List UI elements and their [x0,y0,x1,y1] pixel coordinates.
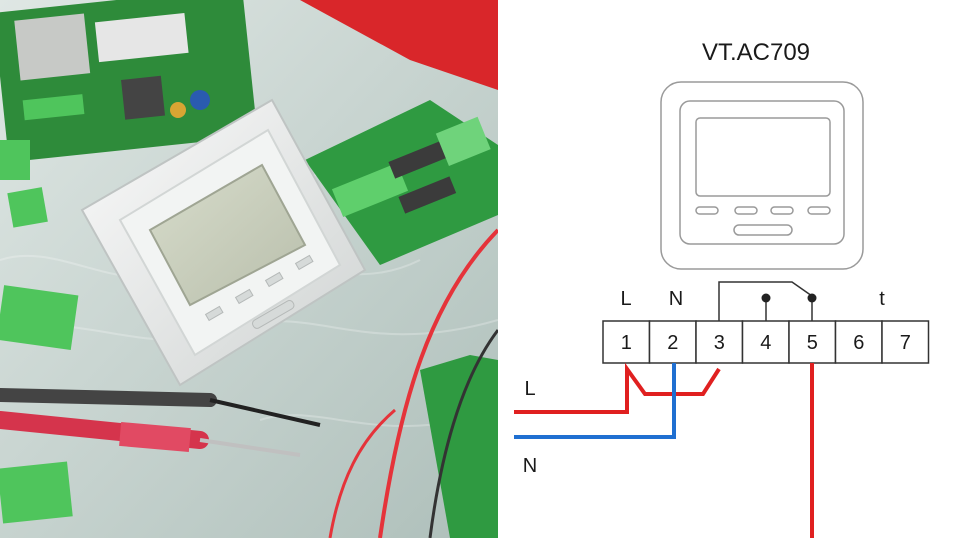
label-t: t [879,288,885,310]
model-title: VT.AC709 [702,39,810,66]
live-wire [514,362,721,414]
button-outline-2 [734,206,758,215]
wiring-diagram-svg: VT.AC709 L N t [514,39,930,538]
red-object [300,0,498,90]
terminal-1 [602,320,651,364]
red-wire [378,228,498,538]
label-l: L [620,288,631,310]
wire-label-l: L [524,378,535,400]
terminal-4 [741,320,790,364]
photo-illustration [0,0,498,538]
button-outline-3 [770,206,794,215]
terminal-block: 1 2 3 4 5 6 7 [602,320,930,364]
circuit-board-right [305,100,498,265]
thermostat-photo [0,0,498,538]
wire-label-n: N [523,455,537,477]
terminal-5 [788,320,837,364]
thermostat-outline [660,81,864,270]
label-n: N [669,288,683,310]
multimeter-probes [0,388,321,457]
button-1 [204,305,224,322]
wires [514,362,814,538]
terminal-number-6: 6 [853,332,864,354]
button-2 [234,288,254,305]
terminal-number-7: 7 [900,332,911,354]
terminal-number-4: 4 [760,332,771,354]
thermostat-device [80,98,367,387]
terminal-number-5: 5 [807,332,818,354]
circuit-board-top-left [0,0,258,163]
button-3 [264,271,284,288]
center-button-outline [733,224,793,236]
terminal-2 [648,320,697,364]
terminal-number-1: 1 [621,332,632,354]
button-outline-1 [695,206,719,215]
terminal-number-2: 2 [667,332,678,354]
screen-outline [695,117,831,197]
terminal-number-3: 3 [714,332,725,354]
wiring-diagram: VT.AC709 L N t [498,0,961,538]
relay-contact [718,281,817,321]
neutral-wire [514,363,676,439]
button-4 [294,254,314,271]
circuit-board-bottom-right [420,355,498,538]
green-connector [0,140,30,180]
black-wire [428,329,498,538]
button-outline-4 [807,206,831,215]
terminal-7 [881,320,930,364]
center-button [252,300,295,329]
lcd-screen [148,163,307,307]
